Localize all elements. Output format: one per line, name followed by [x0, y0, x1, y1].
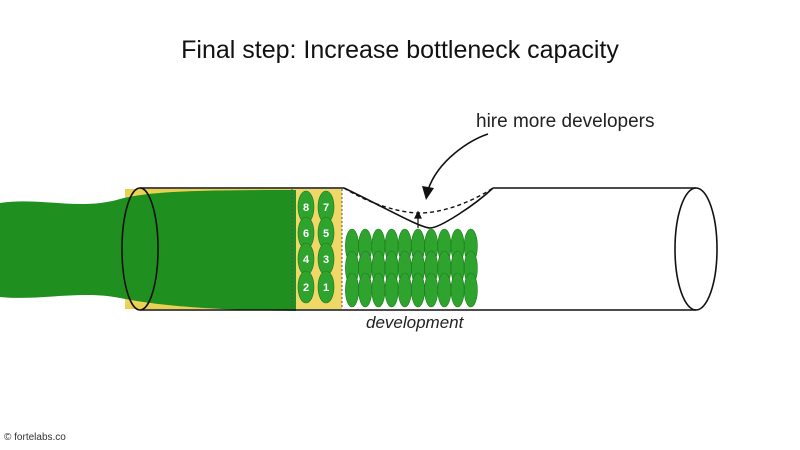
queue-item-7: 7	[317, 190, 335, 224]
developer-item	[437, 272, 452, 308]
developer-item	[397, 272, 412, 308]
queue-item-number: 8	[303, 202, 309, 214]
queue-item-number: 5	[323, 228, 329, 240]
developer-item	[371, 272, 386, 308]
slide-title: Final step: Increase bottleneck capacity	[181, 36, 619, 64]
queue-item-1: 1	[317, 270, 335, 304]
annotation-arrow	[422, 133, 489, 200]
queue-item-number: 7	[323, 202, 329, 214]
developer-item	[411, 272, 425, 308]
developer-item	[345, 272, 359, 308]
development-stage-label: development	[366, 313, 464, 332]
queue-item-number: 4	[303, 254, 310, 266]
hire-more-developers-label: hire more developers	[476, 111, 655, 132]
developer-capacity-items	[345, 228, 478, 308]
credit-text: © fortelabs.co	[4, 432, 66, 443]
expansion-arrow	[414, 210, 422, 228]
pipe-right-opening	[674, 187, 718, 311]
queue-item-number: 1	[323, 282, 329, 294]
developer-item	[450, 272, 465, 308]
queue-item-2: 2	[297, 270, 315, 304]
original-bottleneck-curve	[343, 187, 494, 214]
queue-item-3: 3	[317, 242, 335, 276]
pipe-outline	[121, 187, 718, 311]
queue-item-4: 4	[297, 242, 315, 276]
developer-item	[384, 272, 399, 308]
numbered-work-items: 8 7 6 5 4 3 2 1	[297, 190, 335, 304]
queue-item-number: 3	[323, 254, 329, 266]
queue-item-8: 8	[297, 190, 315, 224]
developer-item	[424, 272, 439, 308]
developer-item	[358, 272, 373, 308]
developer-item	[463, 272, 478, 308]
queue-item-number: 6	[303, 228, 309, 240]
incoming-work-stream	[0, 190, 296, 311]
queue-item-number: 2	[303, 282, 309, 294]
